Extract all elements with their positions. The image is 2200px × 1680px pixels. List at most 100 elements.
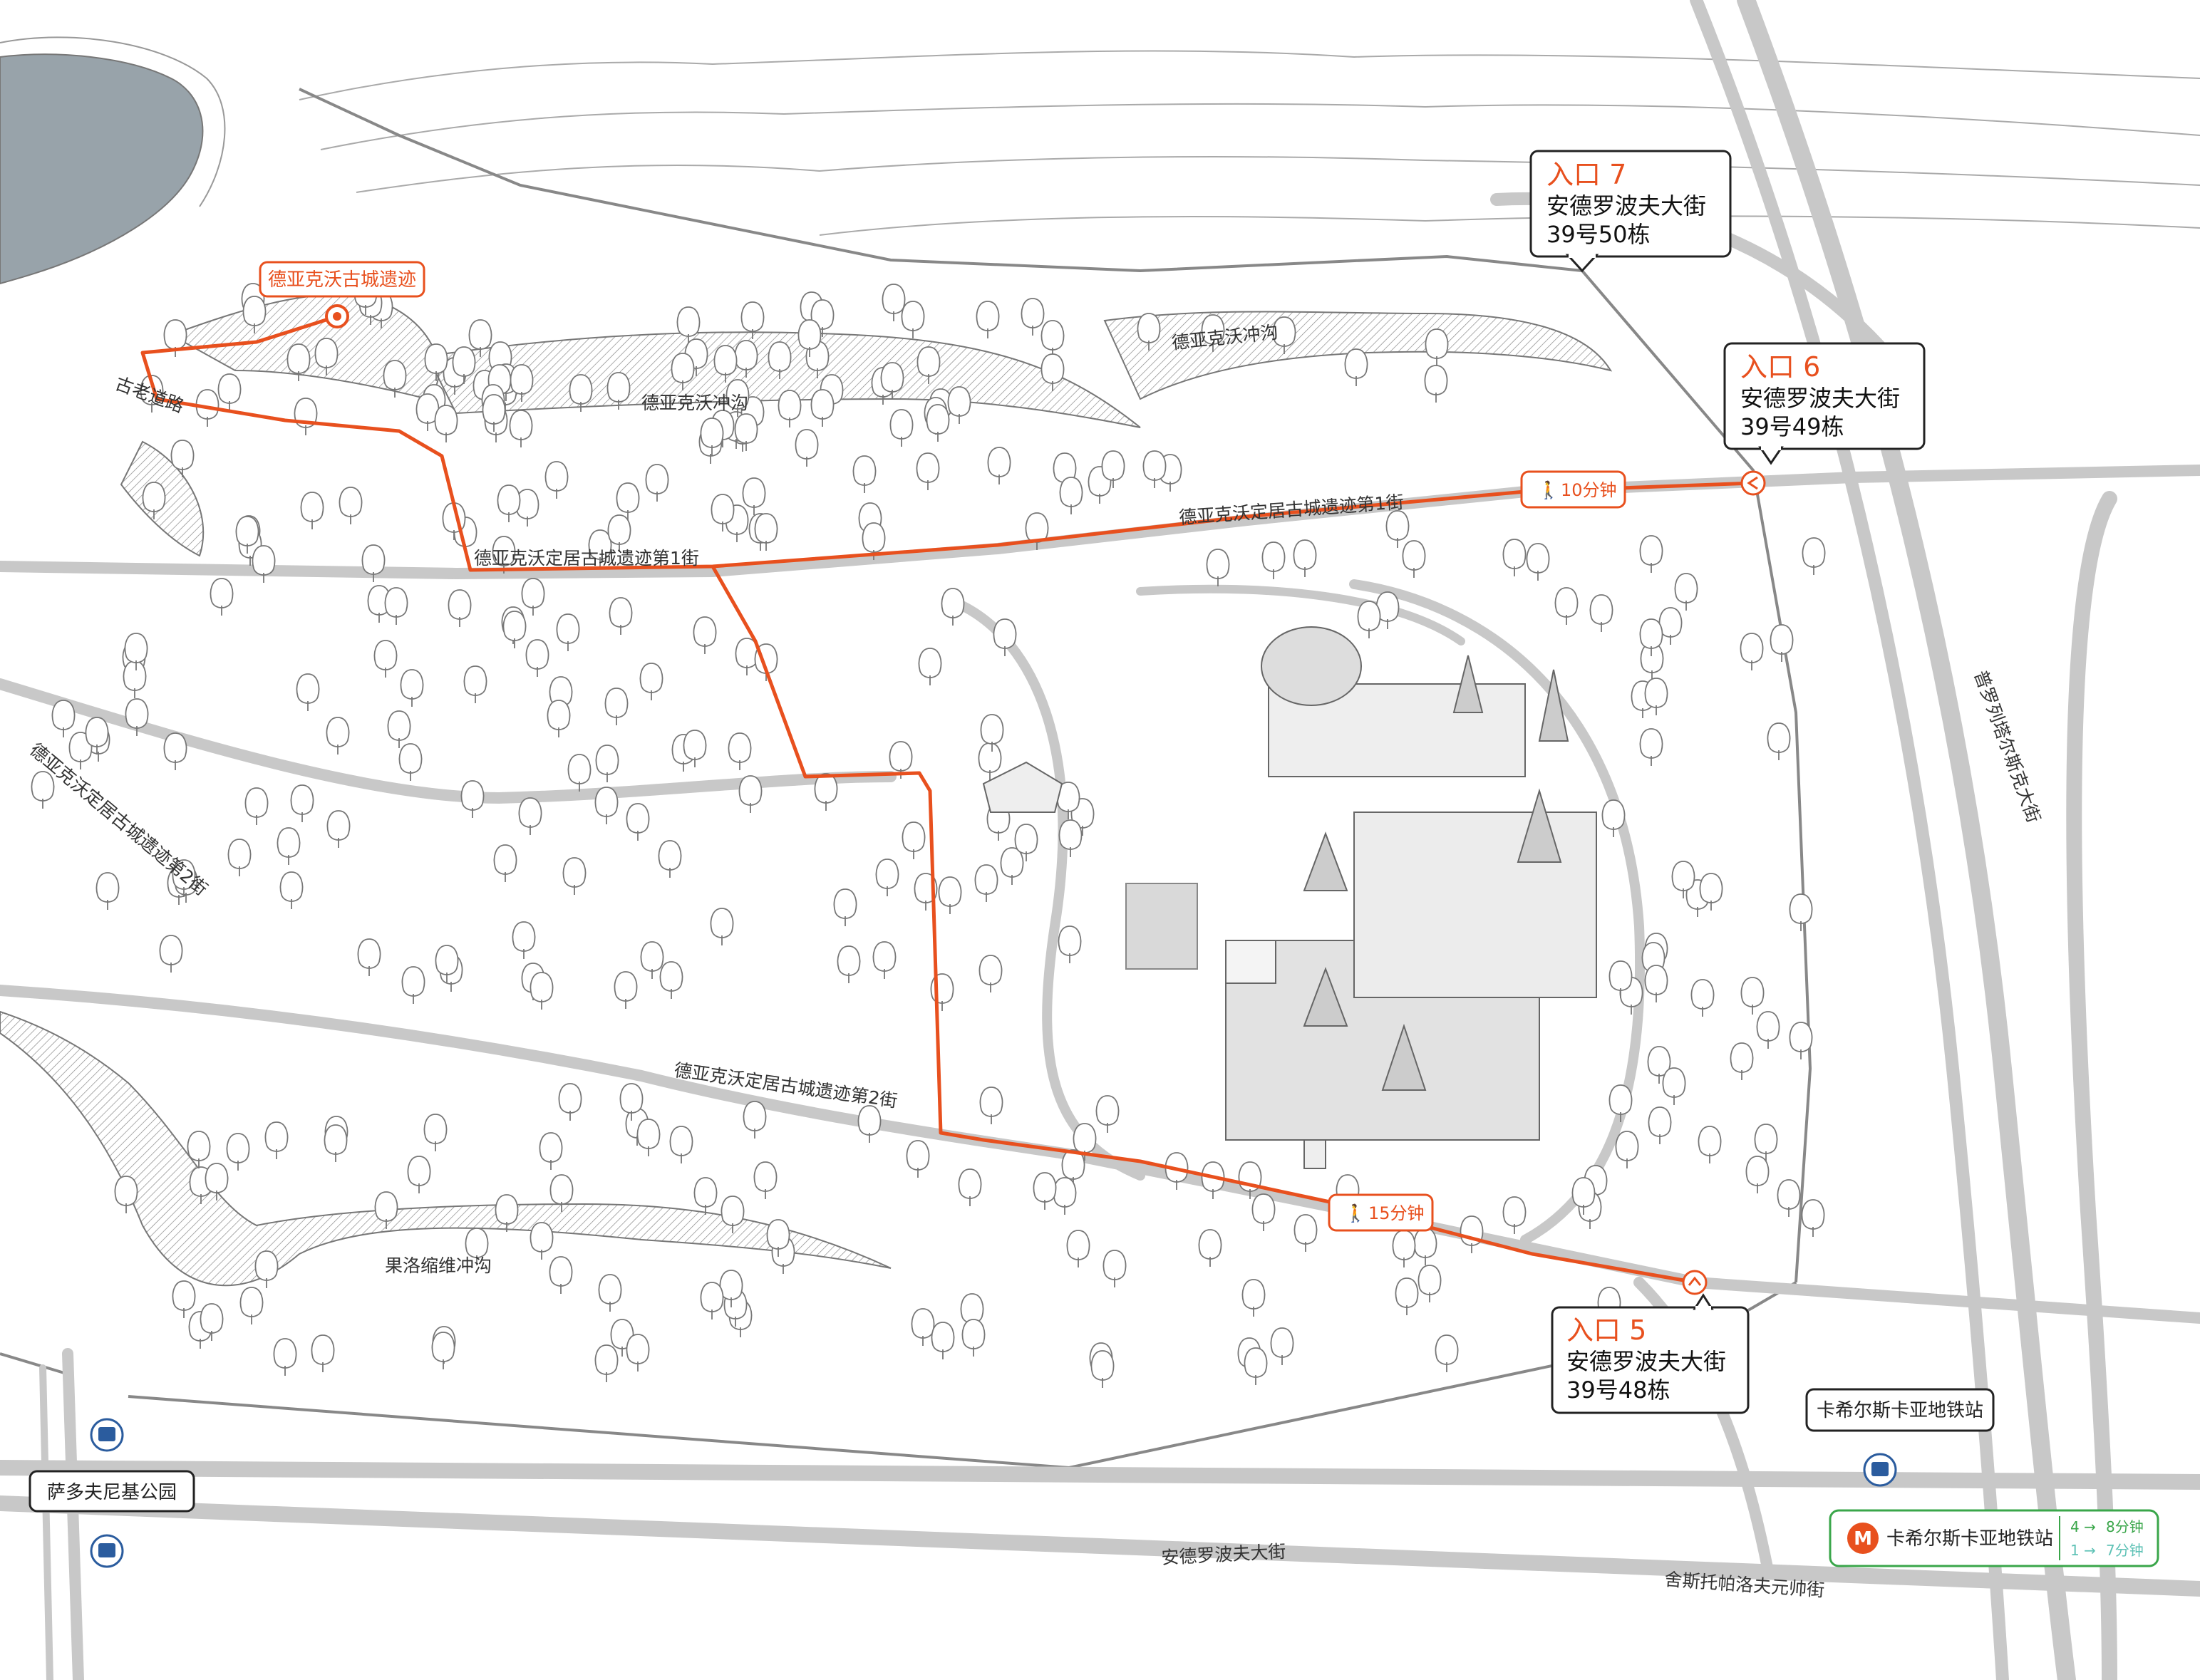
- entrance-6-title: 入口 6: [1740, 351, 1820, 383]
- tree-icon: [279, 871, 304, 910]
- entrance-6-callout[interactable]: 入口 6 安德罗波夫大街 39号49栋: [1723, 342, 1926, 465]
- metro-station[interactable]: M 卡希尔斯卡亚地铁站 4 → 8分钟 1 → 7分钟: [1829, 1509, 2159, 1567]
- tree-icon: [1648, 1106, 1672, 1145]
- walk-badge-10: 🚶 10分钟: [1520, 470, 1626, 509]
- tree-icon: [525, 639, 549, 678]
- tree-icon: [311, 1334, 335, 1373]
- palace-complex: [982, 626, 1597, 1169]
- tree-icon: [693, 616, 717, 655]
- tree-icon: [512, 921, 536, 960]
- metro-station-label: 卡希尔斯卡亚地铁站: [1886, 1528, 2053, 1550]
- tree-icon: [384, 587, 408, 626]
- tree-icon: [1608, 1084, 1633, 1123]
- tree-icon: [1698, 1126, 1722, 1164]
- tree-icon: [710, 908, 734, 946]
- walk-badge-15: 🚶 15分钟: [1328, 1193, 1434, 1232]
- tree-icon: [979, 1087, 1003, 1125]
- tree-icon: [562, 857, 587, 896]
- tree-icon: [810, 389, 835, 427]
- entrance-marker-6[interactable]: [1740, 470, 1766, 496]
- bus-stop-kashirskaya[interactable]: 卡希尔斯卡亚地铁站: [1805, 1388, 1995, 1487]
- tree-icon: [1000, 847, 1024, 886]
- tree-icon: [1021, 298, 1045, 336]
- bus-stop-sadovniki[interactable]: 萨多夫尼基公园: [29, 1418, 195, 1568]
- tree-icon: [1777, 1179, 1801, 1218]
- walk-icon: 🚶: [1345, 1203, 1366, 1223]
- metro-icon: [1847, 1523, 1879, 1554]
- entrance-7-line2: 39号50栋: [1546, 221, 1650, 248]
- entrance-7-callout[interactable]: 入口 7 安德罗波夫大街 39号50栋: [1529, 150, 1732, 273]
- tree-icon: [254, 1250, 279, 1289]
- tree-icon: [326, 717, 350, 755]
- ruins-poi[interactable]: 德亚克沃古城遗迹: [259, 261, 425, 328]
- tree-icon: [1639, 535, 1663, 574]
- entrance-6-line2: 39号49栋: [1740, 413, 1844, 440]
- tree-icon: [1644, 678, 1668, 716]
- ruins-label: 德亚克沃古城遗迹: [268, 269, 416, 291]
- metro-route-time-1: 7分钟: [2106, 1542, 2144, 1559]
- tree-icon: [294, 398, 318, 436]
- tree-icon: [795, 429, 819, 467]
- tree-icon: [159, 935, 183, 973]
- tree-icon: [398, 743, 423, 782]
- tree-icon: [400, 669, 424, 707]
- tree-icon: [1730, 1042, 1754, 1081]
- tree-icon: [1251, 1193, 1276, 1232]
- tree-icon: [875, 859, 899, 897]
- tree-icon: [872, 941, 897, 980]
- tree-icon: [357, 938, 381, 977]
- tree-icon: [1662, 1067, 1686, 1106]
- tree-icon: [636, 1119, 661, 1157]
- tree-icon: [700, 1282, 724, 1320]
- tree-icon: [1142, 450, 1167, 489]
- tree-icon: [277, 827, 301, 866]
- tree-icon: [814, 773, 838, 812]
- bus-stop-sadovniki-label: 萨多夫尼基公园: [47, 1482, 177, 1503]
- tree-icon: [431, 1332, 455, 1370]
- tree-icon: [558, 1083, 582, 1121]
- tree-icon: [401, 966, 425, 1005]
- tree-icon: [1293, 539, 1317, 578]
- tree-icon: [911, 1308, 935, 1347]
- tree-icon: [217, 373, 242, 412]
- walk-icon: 🚶: [1538, 480, 1559, 500]
- tree-icon: [658, 840, 682, 878]
- metro-route-exit-0: 4 →: [2070, 1518, 2096, 1535]
- bus-icon: [1871, 1462, 1889, 1476]
- tree-icon: [373, 640, 398, 678]
- tree-icon: [210, 578, 234, 616]
- tree-icon: [539, 1132, 563, 1171]
- tree-icon: [609, 597, 633, 636]
- metro-route-exit-1: 1 →: [2070, 1542, 2096, 1559]
- tree-icon: [1639, 728, 1663, 767]
- tree-icon: [1357, 601, 1381, 639]
- tree-icon: [833, 888, 857, 927]
- bus-icon: [98, 1543, 115, 1557]
- tree-icon: [857, 1105, 882, 1144]
- tree-icon: [1095, 1095, 1120, 1134]
- tree-icon: [1435, 1334, 1459, 1373]
- entrance-5-line1: 安德罗波夫大街: [1566, 1348, 1726, 1375]
- tree-icon: [1690, 979, 1715, 1017]
- tree-icon: [123, 660, 147, 699]
- tree-icon: [448, 589, 472, 628]
- tree-icon: [639, 663, 663, 701]
- tree-icon: [947, 386, 971, 425]
- tree-icon: [906, 1140, 930, 1178]
- tree-icon: [326, 810, 351, 849]
- tree-icon: [1502, 539, 1527, 577]
- tree-icon: [978, 742, 1002, 781]
- entrance-7-title: 入口 7: [1546, 159, 1626, 190]
- tree-icon: [1058, 925, 1082, 964]
- entrance-5-callout[interactable]: 入口 5 安德罗波夫大街 39号48栋: [1551, 1293, 1750, 1414]
- tree-icon: [1059, 477, 1083, 515]
- tree-icon: [734, 413, 758, 452]
- entrance-marker-5[interactable]: [1682, 1270, 1708, 1295]
- tree-icon: [423, 1114, 448, 1152]
- tree-icon: [1413, 1228, 1437, 1266]
- tree-icon: [502, 611, 527, 649]
- tree-icon: [530, 972, 554, 1010]
- tree-icon: [1745, 1156, 1770, 1194]
- tree-icon: [916, 452, 940, 491]
- tree-icon: [339, 487, 363, 525]
